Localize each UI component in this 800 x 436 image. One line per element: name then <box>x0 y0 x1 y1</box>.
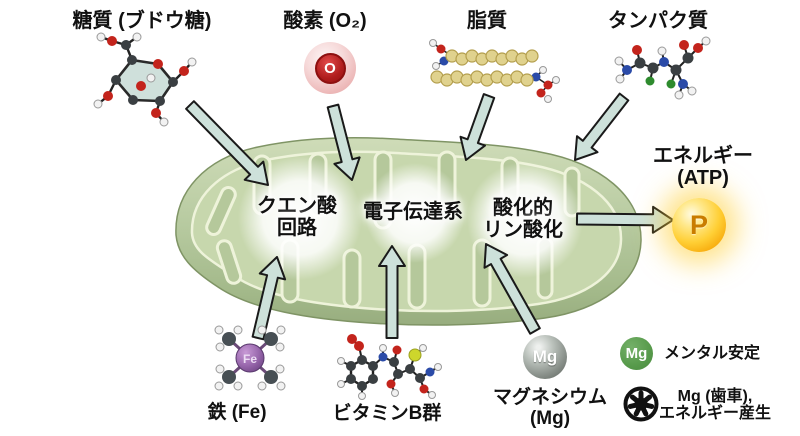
arrow-lipid-to-mito <box>459 93 496 161</box>
energy-line2: (ATP) <box>677 166 729 189</box>
label-magnesium: マグネシウム (Mg) <box>492 387 608 429</box>
energy-line1: エネルギー <box>653 145 753 167</box>
lipid-molecule-icon <box>429 39 560 103</box>
mg-gear-line2: エネルギー産生 <box>658 405 772 423</box>
label-oxygen: 酸素 (O₂) <box>283 10 367 32</box>
arrow-iron-to-mito <box>251 256 287 341</box>
label-citric-acid-cycle: クエン酸 回路 <box>257 195 337 239</box>
magnesium-line1: マグネシウム <box>492 387 608 408</box>
citric-acid-cycle-line1: クエン酸 <box>257 195 337 217</box>
label-protein: タンパク質 <box>608 10 708 32</box>
label-energy-atp: エネルギー (ATP) <box>653 145 753 189</box>
arrow-glucose-to-mito <box>185 100 269 186</box>
legend-label-mental: メンタル安定 <box>663 345 761 362</box>
label-electron-transport-chain: 電子伝達系 <box>363 201 463 223</box>
label-glucose: 糖質 (ブドウ糖) <box>72 10 212 32</box>
label-iron: 鉄 (Fe) <box>207 402 267 423</box>
protein-molecule-icon <box>614 36 711 100</box>
oxygen-sphere-icon: O <box>304 42 356 94</box>
magnesium-line2: (Mg) <box>529 407 571 429</box>
oxidative-phosphorylation-line1: 酸化的 <box>493 197 553 219</box>
arrow-vitamin-b-to-mito <box>378 245 406 339</box>
iron-complex-icon: Fe <box>214 325 286 391</box>
arrow-oxygen-to-mito <box>326 103 361 181</box>
label-lipid: 脂質 <box>467 10 507 32</box>
flow-arrows <box>185 92 674 341</box>
arrow-protein-to-mito <box>574 92 630 161</box>
gear-icon <box>623 386 659 422</box>
legend-label-mg-gear: Mg (歯車), エネルギー産生 <box>659 388 771 423</box>
label-vitamin-b: ビタミンB群 <box>332 403 442 424</box>
iron-sphere-label: Fe <box>243 352 257 366</box>
mg-gear-line1: Mg (歯車), <box>677 388 753 405</box>
stage-glow <box>365 163 465 263</box>
arrow-magnesium-to-mito <box>483 243 541 335</box>
mitochondrion-body <box>175 136 642 326</box>
atp-sphere-icon: P <box>672 198 726 252</box>
iron-sphere <box>235 343 265 373</box>
citric-acid-cycle-line2: 回路 <box>277 216 317 239</box>
label-oxidative-phosphorylation: 酸化的 リン酸化 <box>483 197 563 241</box>
stage-glow <box>238 156 362 280</box>
mg-green-circle-icon: Mg <box>620 337 653 370</box>
oxidative-phosphorylation-line2: リン酸化 <box>483 218 563 241</box>
vitamin-b-molecule-icon <box>337 334 442 400</box>
glucose-molecule-icon <box>93 32 197 127</box>
arrow-mito-to-atp <box>575 205 674 234</box>
oxygen-core: O <box>314 52 346 84</box>
magnesium-sphere-icon: Mg <box>523 335 567 379</box>
